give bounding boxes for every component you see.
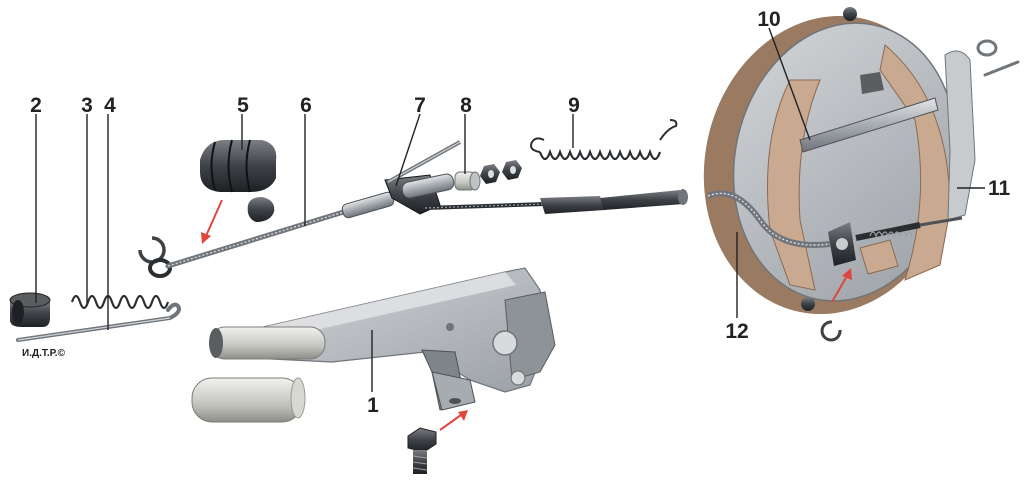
handbrake-lever — [209, 267, 556, 411]
brake-drum-assembly — [703, 7, 1020, 342]
watermark: И.Д.Т.Р.© — [22, 348, 66, 359]
callout-1: 1 — [367, 394, 379, 417]
callout-6: 6 — [300, 94, 312, 117]
callout-8: 8 — [460, 94, 472, 117]
front-cable — [148, 191, 395, 278]
leader-lines — [35, 27, 985, 392]
arrow-clip-to-fitting — [831, 268, 852, 303]
callout-3: 3 — [81, 94, 93, 117]
rear-cable — [706, 190, 963, 248]
equalizer — [384, 140, 461, 215]
callout-9: 9 — [568, 94, 580, 117]
arrow-boot-to-cable — [201, 199, 223, 244]
sleeve — [9, 292, 51, 327]
boot — [138, 139, 277, 264]
spring — [70, 294, 170, 310]
callout-5: 5 — [237, 94, 249, 117]
callout-10: 10 — [757, 8, 780, 31]
nuts — [454, 160, 522, 191]
arrow-bolt-to-bracket — [439, 410, 468, 431]
callout-7: 7 — [414, 94, 426, 117]
rod — [16, 302, 181, 342]
assembly-arrows — [201, 199, 852, 431]
bolt — [407, 427, 437, 474]
callout-2: 2 — [30, 94, 42, 117]
intermediate-cable — [424, 189, 688, 214]
callout-11: 11 — [988, 177, 1011, 200]
callout-12: 12 — [725, 320, 748, 343]
return-spring — [530, 119, 678, 161]
callout-labels: 2 3 4 5 6 7 8 9 1 10 11 12 — [30, 8, 1010, 417]
spare-grip-sleeve — [191, 377, 306, 423]
callout-4: 4 — [104, 94, 116, 117]
